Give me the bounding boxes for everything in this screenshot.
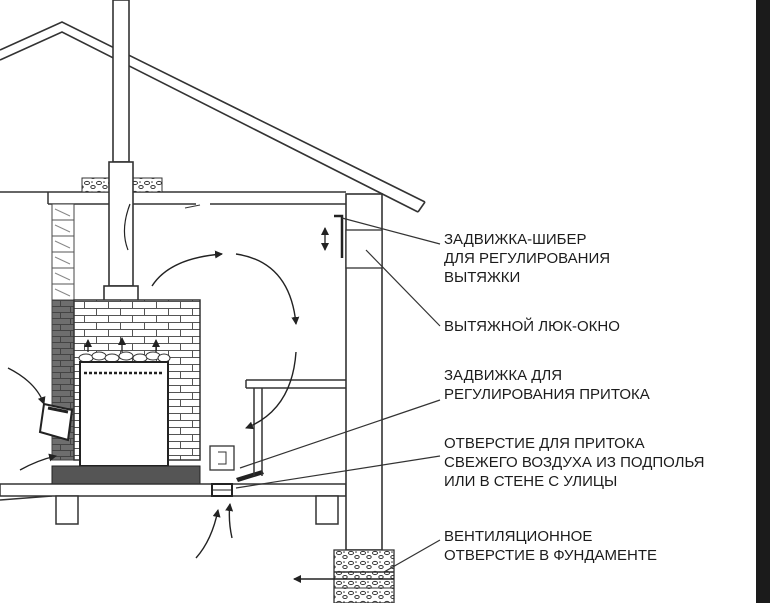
firebox-door <box>38 402 74 442</box>
label-line: ВЫТЯЖКИ <box>444 269 521 286</box>
heater-stones <box>78 351 171 363</box>
right-edge-bar <box>756 0 770 603</box>
label-line: ЗАДВИЖКА-ШИБЕР <box>444 231 587 248</box>
right-wall <box>333 193 395 603</box>
label-line: СВЕЖЕГО ВОЗДУХА ИЗ ПОДПОЛЬЯ <box>444 454 705 471</box>
label-intake-opening: ОТВЕРСТИЕ ДЛЯ ПРИТОКА СВЕЖЕГО ВОЗДУХА ИЗ… <box>444 434 705 491</box>
leader-lines <box>235 217 441 573</box>
floor <box>0 465 347 525</box>
exhaust-damper <box>321 214 344 258</box>
intake-damper <box>209 445 264 482</box>
label-exhaust-hatch: ВЫТЯЖНОЙ ЛЮК-ОКНО <box>444 317 620 336</box>
label-line: ВЕНТИЛЯЦИОННОЕ <box>444 528 593 545</box>
roof <box>0 21 426 213</box>
label-line: РЕГУЛИРОВАНИЯ ПРИТОКА <box>444 386 650 403</box>
stove-air-arrows <box>7 367 57 471</box>
label-line: ВЫТЯЖНОЙ ЛЮК-ОКНО <box>444 318 620 335</box>
label-foundation-vent: ВЕНТИЛЯЦИОННОЕ ОТВЕРСТИЕ В ФУНДАМЕНТЕ <box>444 527 657 565</box>
label-line: ЗАДВИЖКА ДЛЯ <box>444 367 563 384</box>
sauna-heater <box>79 361 169 467</box>
label-intake-damper: ЗАДВИЖКА ДЛЯ РЕГУЛИРОВАНИЯ ПРИТОКА <box>444 366 650 404</box>
heat-arrows <box>84 337 160 352</box>
label-line: ОТВЕРСТИЕ ДЛЯ ПРИТОКА <box>444 435 645 452</box>
chimney-pipe <box>103 0 139 339</box>
air-flow-arrows <box>123 203 394 583</box>
label-line: ОТВЕРСТИЕ В ФУНДАМЕНТЕ <box>444 547 658 564</box>
label-exhaust-damper: ЗАДВИЖКА-ШИБЕР ДЛЯ РЕГУЛИРОВАНИЯ ВЫТЯЖКИ <box>444 230 610 287</box>
label-line: ИЛИ В СТЕНЕ С УЛИЦЫ <box>444 473 618 490</box>
bench <box>245 379 346 476</box>
label-line: ДЛЯ РЕГУЛИРОВАНИЯ <box>444 250 611 267</box>
